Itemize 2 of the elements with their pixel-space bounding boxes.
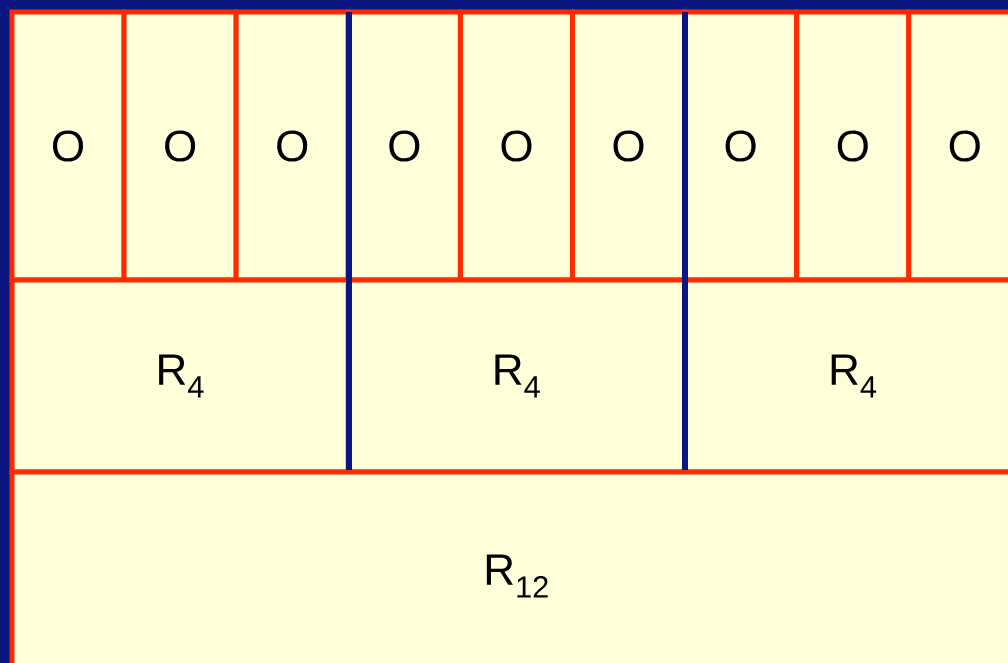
cell: O <box>906 9 1008 283</box>
cell: O <box>9 9 127 283</box>
